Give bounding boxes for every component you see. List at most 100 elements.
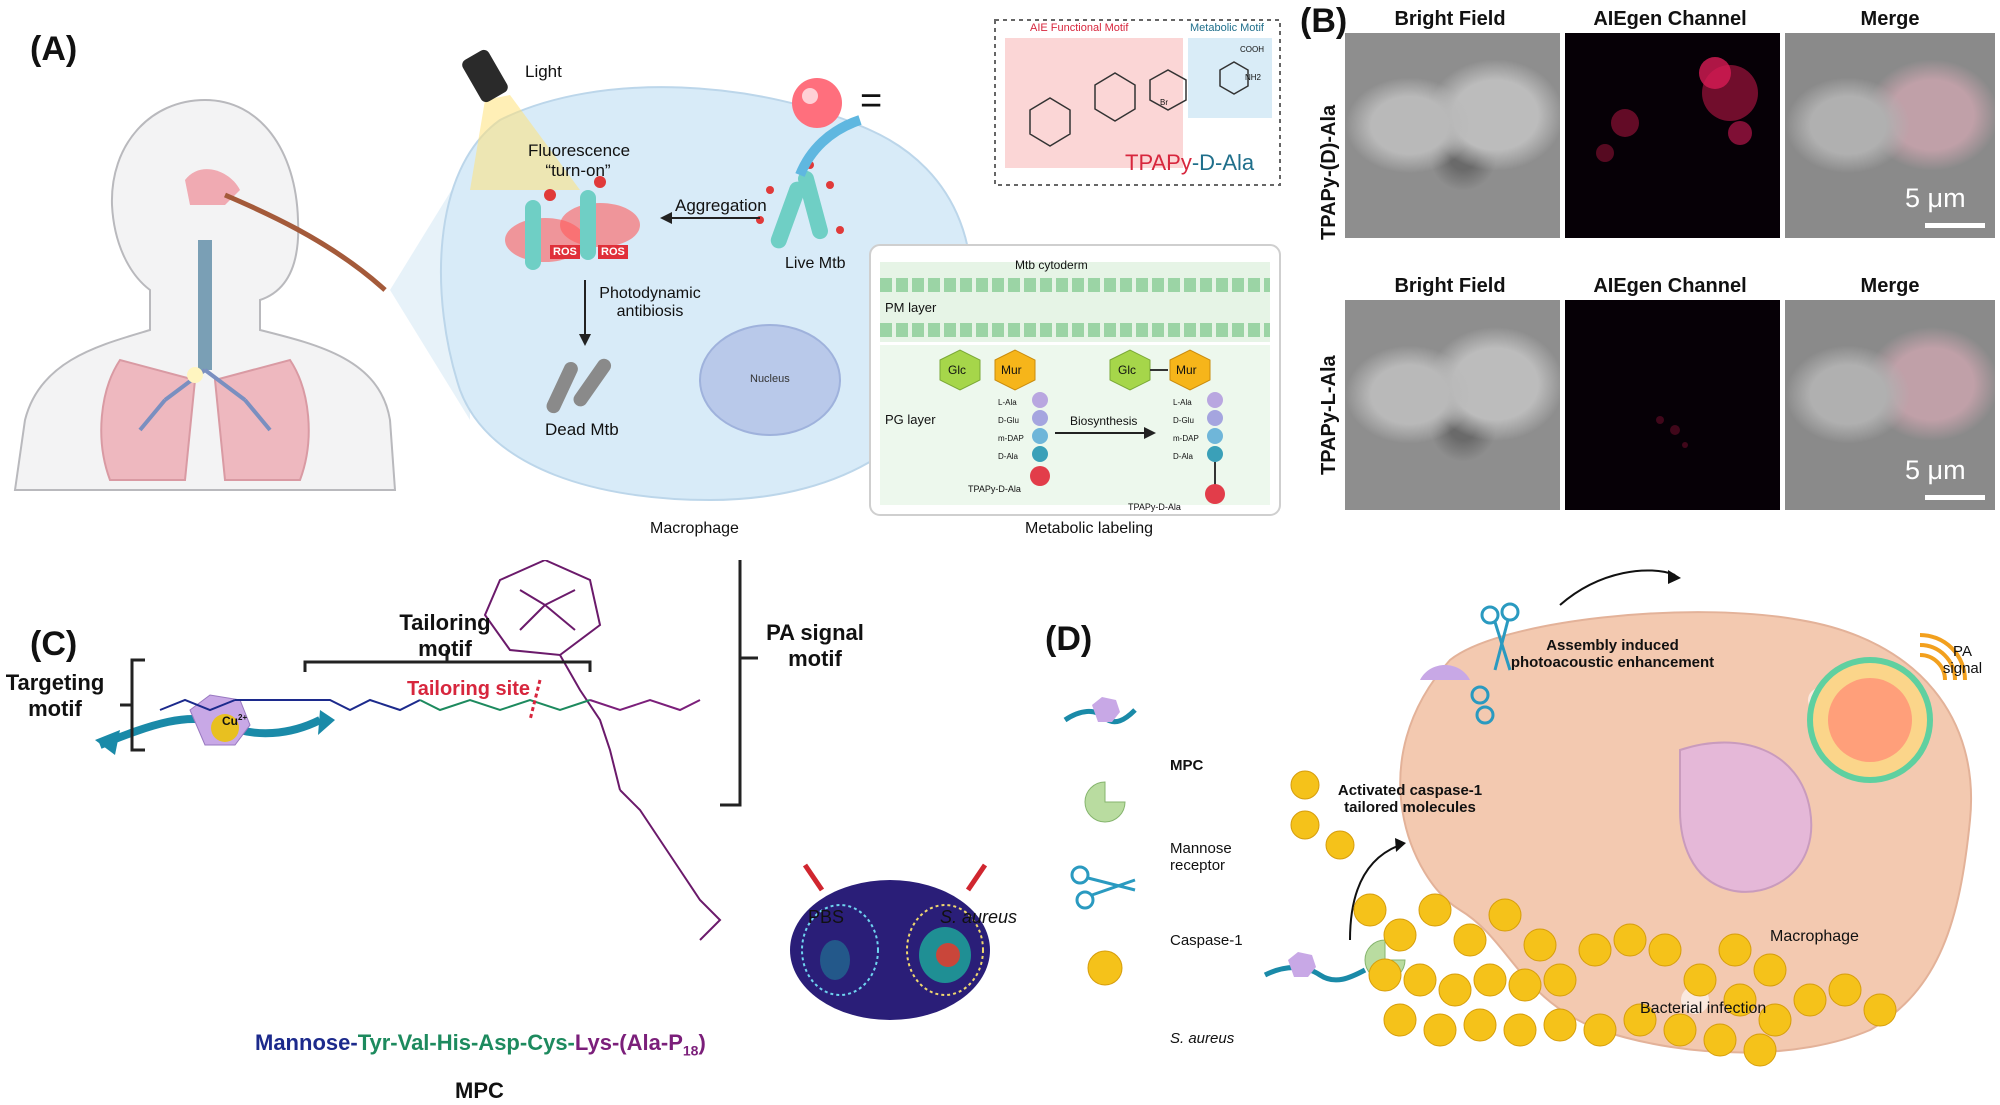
cooh-label: COOH — [1240, 45, 1264, 54]
bacteria-cluster — [1290, 770, 1897, 1067]
pbs-arrow — [802, 863, 825, 892]
glc-mur-left — [939, 349, 1050, 486]
targeting-bracket — [120, 658, 145, 752]
live-mtb-label: Live Mtb — [785, 255, 846, 272]
light-label: Light — [525, 62, 562, 81]
nh2-label: NH2 — [1245, 73, 1262, 82]
pm-layer-label: PM layer — [885, 300, 937, 315]
row-label-d-ala: TPAPy-(D)-Ala — [1318, 104, 1340, 240]
br-label: Br — [1160, 98, 1168, 107]
sequence-label: Mannose-Tyr-Val-His-Asp-Cys-Lys-(Ala-P18… — [255, 1030, 706, 1059]
panel-d-label: (D) — [1045, 620, 1093, 658]
cu-label: Cu2+ — [222, 713, 248, 728]
col-merge-2: Merge — [1860, 275, 1920, 297]
probe-sphere-icon — [792, 78, 842, 128]
pa-image — [790, 880, 990, 1020]
pa-signal-bracket — [720, 560, 758, 807]
probe-name: TPAPy-D-Ala — [1125, 150, 1255, 175]
row-label-l-ala: TPAPy-L-Ala — [1318, 355, 1340, 475]
scale-label-2: 5 μm — [1905, 455, 1966, 485]
scale-label-1: 5 μm — [1905, 183, 1966, 213]
col-bright-field-1: Bright Field — [1394, 8, 1506, 30]
tailoring-site-label: Tailoring site — [407, 678, 530, 700]
panel-b-label: (B) — [1300, 2, 1348, 40]
assembly-arrow — [1559, 569, 1676, 606]
col-aiegen-2: AIEgen Channel — [1593, 275, 1747, 297]
inhalation-tube — [224, 192, 387, 292]
live-bacteria — [756, 161, 844, 249]
bright-field-image-d-ala — [1345, 33, 1560, 238]
legend-mpc-label: MPC — [1170, 757, 1204, 774]
nucleus-label: Nucleus — [750, 373, 790, 385]
light-beam — [470, 95, 580, 190]
porphyrin-structure — [483, 560, 722, 941]
bacterial-infection-label: Bacterial infection — [1640, 1000, 1767, 1017]
legend-caspase-label: Caspase-1 — [1170, 932, 1243, 949]
bright-field-image-l-ala — [1345, 300, 1560, 510]
s-aureus-arrow — [965, 863, 988, 892]
aiegen-image-d-ala — [1565, 33, 1780, 238]
pg-layer-label: PG layer — [885, 412, 936, 427]
macrophage-label-d: Macrophage — [1770, 928, 1859, 945]
legend-mannose-receptor-label: Mannose receptor — [1170, 840, 1232, 874]
glc-label-left: Glc — [948, 363, 966, 377]
mpc-title: MPC — [455, 1078, 504, 1103]
macrophage-label: Macrophage — [650, 520, 739, 537]
fluorescence-label: Fluorescence“turn-on” — [528, 141, 631, 180]
metabolic-labeling-label: Metabolic labeling — [1025, 520, 1154, 537]
aiegen-image-l-ala — [1565, 300, 1780, 510]
merge-image-d-ala: 5 μm — [1785, 33, 1995, 238]
legend-caspase-icon — [1070, 865, 1136, 910]
panel-a-illustration — [13, 19, 1281, 516]
uptake-arrow — [1349, 844, 1401, 941]
mur-label-left: Mur — [1001, 363, 1022, 377]
mpc-at-membrane — [1420, 665, 1470, 680]
peptide-backbone — [159, 679, 701, 721]
cleaved-mpc — [1470, 602, 1520, 725]
s-aureus-label: S. aureus — [940, 907, 1018, 927]
incoming-mpc — [1263, 965, 1367, 983]
nucleus-shape-d — [1679, 741, 1813, 893]
panel-c-illustration — [95, 560, 990, 1020]
metabolic-motif-label: Metabolic Motif — [1190, 22, 1264, 34]
aie-motif-label: AIE Functional Motif — [1030, 22, 1129, 34]
ros-badge-2: ROS — [598, 245, 628, 259]
equals-sign: = — [860, 80, 883, 122]
glc-label-right: Glc — [1118, 363, 1136, 377]
panel-d-illustration — [1063, 569, 1973, 1067]
col-merge-1: Merge — [1860, 8, 1920, 30]
scale-bar-1 — [1925, 223, 1985, 228]
tailoring-motif-bracket — [303, 650, 592, 672]
pbs-label: PBS — [808, 907, 845, 927]
ros-badge-1: ROS — [550, 245, 580, 259]
merge-image-l-ala: 5 μm — [1785, 300, 1995, 510]
legend-mannose-receptor-icon — [1084, 781, 1126, 823]
membrane-bilayer — [880, 278, 1270, 337]
tpapy-dala-left: TPAPy-D-Ala — [968, 484, 1021, 494]
mur-label-right: Mur — [1176, 363, 1197, 377]
mtb-cytoderm-label: Mtb cytoderm — [1015, 258, 1088, 272]
probe-structure-box — [994, 19, 1281, 186]
col-aiegen-1: AIEgen Channel — [1593, 8, 1747, 30]
dead-mtb-label: Dead Mtb — [545, 420, 619, 439]
pa-signal-waves — [1919, 633, 1967, 681]
scale-bar-2 — [1925, 495, 1985, 500]
legend-s-aureus-icon — [1087, 950, 1123, 986]
biosynthesis-label: Biosynthesis — [1070, 414, 1138, 428]
panel-c-label: (C) — [30, 625, 78, 663]
panel-a-label: (A) — [30, 30, 78, 68]
aggregation-label: Aggregation — [675, 196, 767, 215]
legend-mpc-icon — [1063, 697, 1137, 725]
legend-s-aureus-label: S. aureus — [1170, 1030, 1235, 1047]
col-bright-field-2: Bright Field — [1394, 275, 1506, 297]
glc-mur-right — [1109, 349, 1225, 504]
